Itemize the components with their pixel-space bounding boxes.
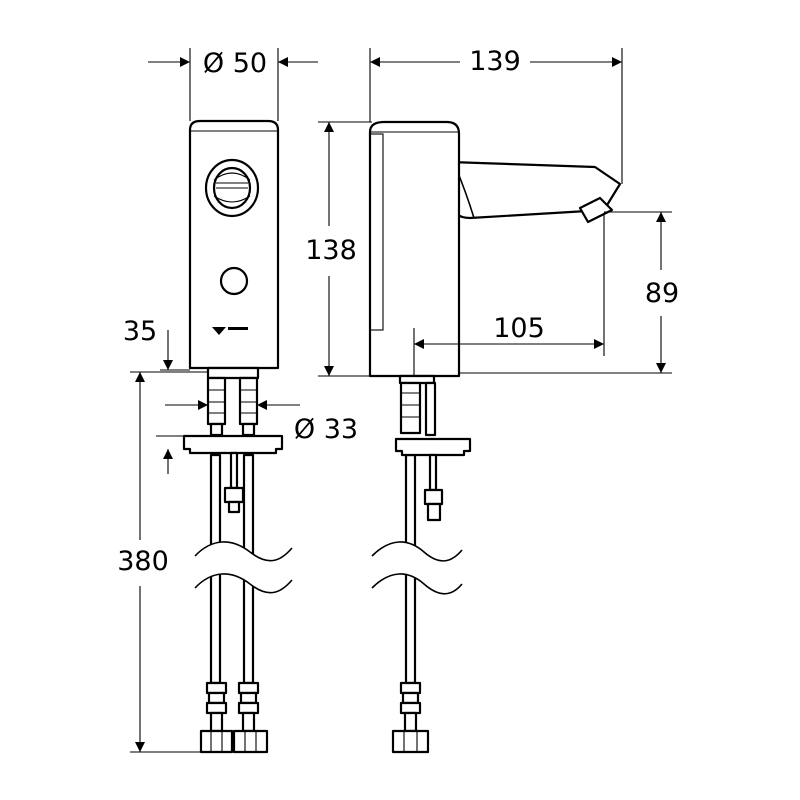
front-body bbox=[188, 119, 280, 370]
dim-hose-length: 380 bbox=[117, 371, 208, 753]
dim-side-length-label: 139 bbox=[469, 46, 521, 77]
dim-hose-length-label: 380 bbox=[117, 546, 169, 577]
front-hoses bbox=[194, 453, 293, 685]
dim-plate-thickness bbox=[156, 435, 184, 474]
dimensions: Ø 50 139 138 89 bbox=[117, 46, 679, 753]
dim-front-width-label: Ø 50 bbox=[203, 48, 267, 79]
dim-base-offset: 35 bbox=[123, 316, 190, 371]
front-bottom-fittings bbox=[199, 681, 269, 754]
dim-side-height: 138 bbox=[305, 121, 372, 377]
dim-front-width: Ø 50 bbox=[148, 48, 318, 121]
dim-base-offset-label: 35 bbox=[123, 316, 157, 347]
dim-hose-diameter-label: Ø 33 bbox=[294, 414, 358, 445]
dim-spout-height: 89 bbox=[459, 211, 679, 374]
side-bottom-fitting bbox=[391, 681, 430, 754]
dim-side-height-label: 138 bbox=[305, 235, 357, 266]
front-connectors bbox=[206, 366, 260, 437]
front-mount-plate bbox=[182, 434, 284, 455]
front-view bbox=[182, 119, 293, 754]
side-hose bbox=[371, 453, 463, 685]
dim-side-length: 139 bbox=[369, 46, 623, 184]
side-body bbox=[368, 120, 461, 378]
side-view bbox=[368, 120, 622, 754]
side-connectors bbox=[394, 374, 472, 522]
dim-spout-height-label: 89 bbox=[645, 278, 679, 309]
dim-spout-reach: 105 bbox=[413, 214, 605, 376]
dim-hose-diameter: Ø 33 bbox=[165, 400, 358, 445]
dim-spout-reach-label: 105 bbox=[493, 313, 545, 344]
front-center-stud bbox=[223, 451, 245, 514]
